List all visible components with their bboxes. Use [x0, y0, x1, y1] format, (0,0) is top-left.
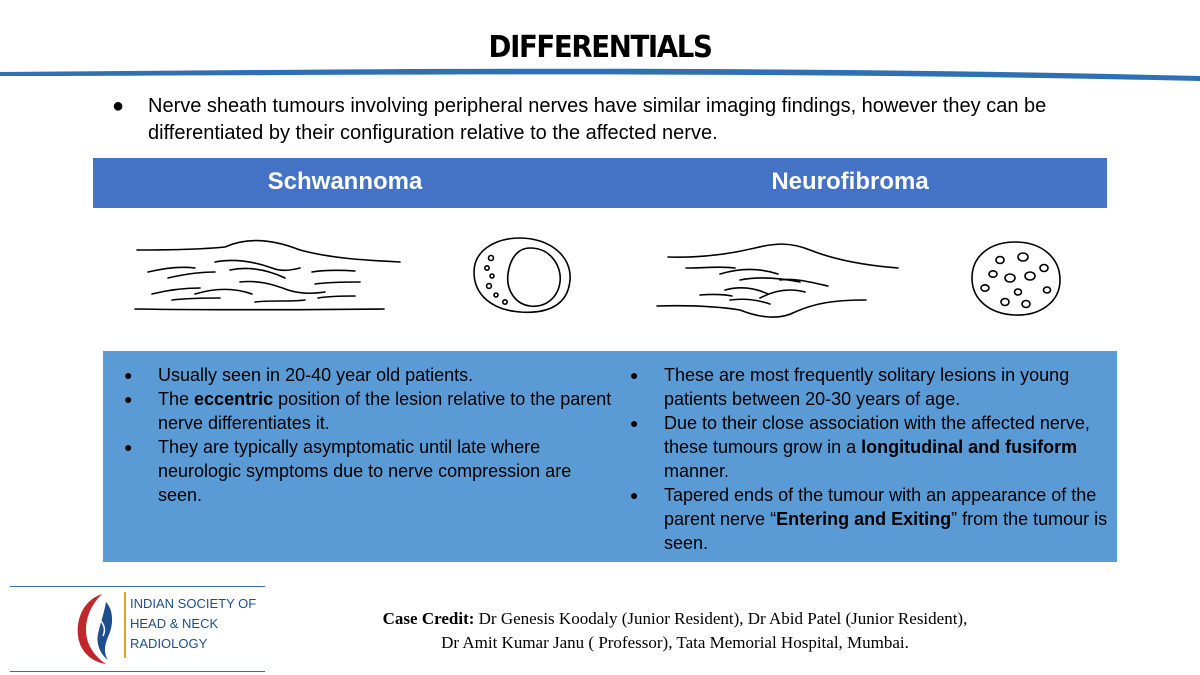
neurofibroma-cross-section-sketch: [971, 241, 1061, 316]
neurofibroma-heading: Neurofibroma: [771, 168, 929, 195]
slide-title: DIFFERENTIALS: [488, 30, 713, 65]
case-credit: Case Credit: Dr Genesis Koodaly (Junior …: [382, 609, 968, 652]
bullet-icon: ●: [112, 95, 125, 117]
illustrations: [134, 237, 1061, 318]
schwannoma-cross-section-sketch: [473, 237, 571, 314]
title-underline: [0, 68, 1200, 81]
list-item: Due to their close association with the …: [626, 411, 1116, 483]
schwannoma-heading: Schwannoma: [267, 168, 423, 195]
column-header-bar: [93, 158, 1107, 208]
list-item: These are most frequently solitary lesio…: [626, 363, 1116, 411]
neurofibroma-list: These are most frequently solitary lesio…: [626, 363, 1116, 555]
schwannoma-longitudinal-sketch: [134, 239, 401, 311]
intro-bullet: ● Nerve sheath tumours involving periphe…: [112, 93, 1052, 147]
society-name: INDIAN SOCIETY OF HEAD & NECK RADIOLOGY: [130, 596, 257, 651]
intro-text: Nerve sheath tumours involving periphera…: [148, 95, 1047, 144]
logo-divider: [124, 592, 126, 658]
list-item: The eccentric position of the lesion rel…: [120, 387, 620, 435]
neurofibroma-longitudinal-sketch: [656, 243, 899, 318]
schwannoma-list: Usually seen in 20-40 year old patients.…: [120, 363, 620, 507]
footer-rule-top: [10, 586, 265, 587]
list-item: They are typically asymptomatic until la…: [120, 435, 620, 507]
list-item: Usually seen in 20-40 year old patients.: [120, 363, 620, 387]
list-item: Tapered ends of the tumour with an appea…: [626, 483, 1116, 555]
footer-rule-bottom: [10, 671, 265, 672]
society-logo-icon: [77, 594, 113, 664]
